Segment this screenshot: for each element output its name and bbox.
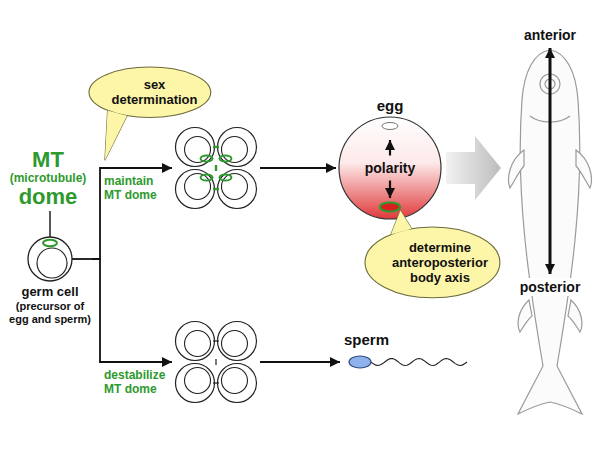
leader-line (49, 211, 50, 239)
structure-label: MT(microtubule)dome (4, 148, 92, 208)
ring-canal (215, 359, 216, 365)
node-heading: egg (338, 96, 442, 116)
mt-dome (201, 174, 213, 180)
axis-label: polarity (338, 160, 442, 177)
cyst-nucleus (221, 173, 247, 199)
cyst-cell (176, 170, 215, 209)
node-heading: germ cell (8, 284, 92, 300)
cyst-destabilized-dome (162, 318, 260, 406)
cyst-cell (176, 364, 215, 403)
cyst-nucleus (221, 367, 247, 393)
cyst-nucleus (185, 173, 211, 199)
cyst-cell (218, 364, 257, 403)
ring-canal (213, 188, 219, 190)
branch-stub (72, 258, 92, 260)
ring-canal (213, 382, 219, 383)
arrowhead (162, 163, 172, 173)
vegetal-pole-dome (380, 203, 400, 212)
sperm-tail (371, 359, 467, 366)
cyst-cell (176, 128, 215, 167)
cyst-cell (218, 322, 257, 361)
germ-node: germ cell(precursor of egg and sperm) (8, 232, 92, 326)
mt-dome (43, 240, 57, 246)
callout-ellipse (365, 227, 500, 298)
callout-tail (105, 110, 127, 160)
egg-node: egg polarity (338, 96, 442, 220)
transition-arrow (446, 136, 501, 200)
cyst-nucleus (185, 331, 211, 357)
branch-label: destabilize MT dome (104, 368, 172, 396)
polarity-arrow (389, 181, 391, 199)
callout-ellipse (89, 67, 211, 118)
cyst-nucleus (185, 367, 211, 393)
cyst-cell (218, 170, 257, 209)
node-note: (precursor of egg and sperm) (8, 300, 92, 326)
cyst-nucleus (221, 137, 247, 163)
cyst-nucleus (185, 137, 211, 163)
cyst-maintained-dome (162, 124, 260, 212)
node-heading: sperm (342, 330, 482, 349)
bubble-node: sex determination (88, 66, 212, 119)
ring-canal (213, 340, 219, 341)
fish-node: anterior posterior (503, 26, 597, 298)
egg-cell (339, 117, 441, 219)
cyst-cell (176, 322, 215, 361)
axis-label: posterior (517, 278, 584, 296)
sperm-node: sperm (342, 330, 482, 375)
ring-canal (213, 146, 219, 148)
cell-nucleus (37, 248, 67, 278)
sperm-head (349, 356, 371, 368)
animal-pole (382, 123, 398, 130)
sperm-figure (342, 349, 482, 375)
bubble-node: determine anteroposterior body axis (364, 226, 501, 299)
germ-cell-shape (8, 232, 92, 284)
axis-label: anterior (521, 26, 579, 44)
arrowhead (162, 357, 172, 367)
cyst-cell (218, 128, 257, 167)
cyst-nucleus (221, 331, 247, 357)
mt-dome (219, 174, 231, 180)
body-axis-arrow (549, 48, 552, 274)
egg-body: polarity (338, 116, 442, 220)
mt-dome (219, 156, 231, 162)
polarity-arrow (389, 140, 391, 156)
callout-text: sex determination (107, 77, 202, 107)
mt-dome (201, 156, 213, 162)
branch-label: maintain MT dome (104, 174, 172, 202)
callout-tail-fill (390, 210, 411, 234)
ring-canal (215, 165, 217, 171)
callout-tail-fill (105, 110, 127, 160)
cell-membrane (28, 237, 72, 281)
callout-text: determine anteroposterior body axis (384, 240, 496, 285)
